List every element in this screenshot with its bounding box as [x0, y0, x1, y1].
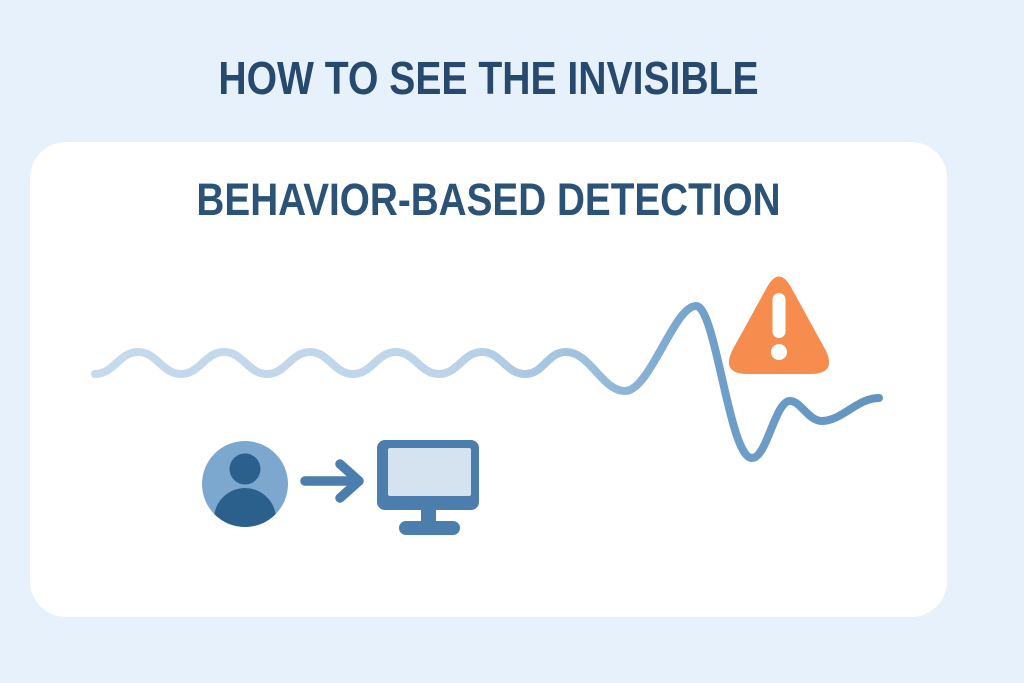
detection-card: BEHAVIOR-BASED DETECTION [30, 142, 947, 617]
card-heading: BEHAVIOR-BASED DETECTION [196, 174, 781, 225]
page-title: HOW TO SEE THE INVISIBLE [218, 52, 759, 104]
